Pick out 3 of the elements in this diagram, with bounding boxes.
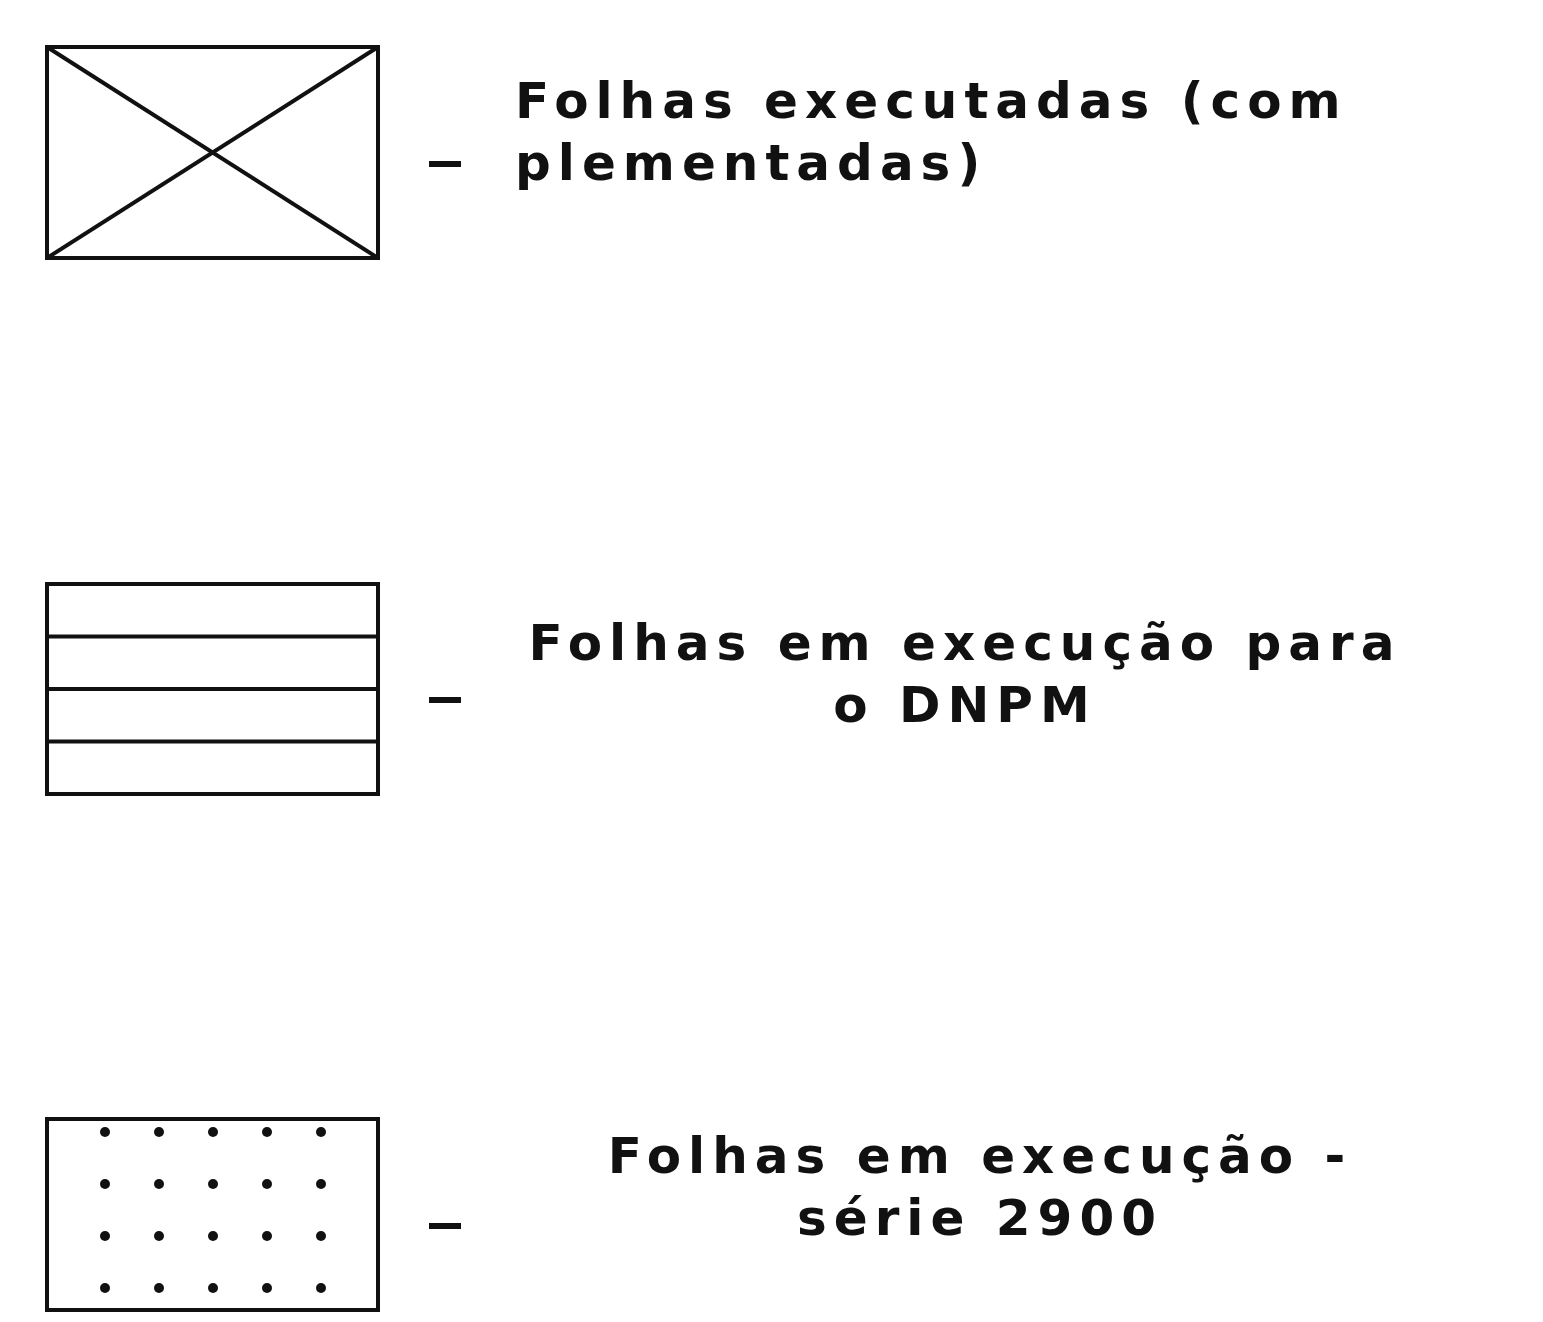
legend-text: Folhas em execução - série 2900 xyxy=(606,1126,1354,1249)
legend-text: Folhas executadas (com plementadas) xyxy=(515,71,1349,194)
legend-text: Folhas em execução para o DNPM xyxy=(527,613,1403,736)
